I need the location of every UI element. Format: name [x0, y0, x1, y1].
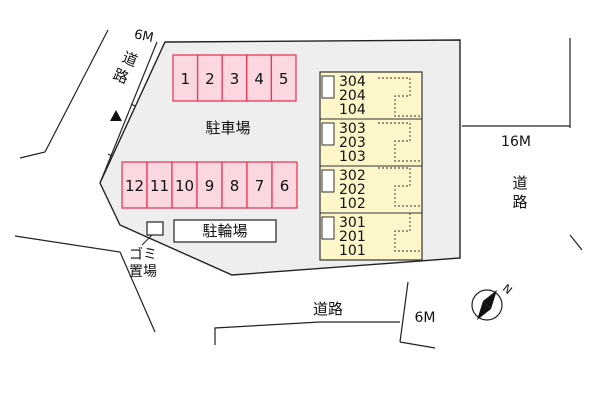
nw-road-inner-edge [99, 41, 158, 184]
unit-number: 201 [339, 229, 366, 245]
road-boundaries [14, 29, 583, 349]
nw-road-name-char2: 路 [111, 65, 132, 87]
unit-number: 204 [339, 88, 366, 104]
garbage-label-line2: 置場 [129, 264, 157, 280]
south-road-bottom-edge [399, 341, 436, 349]
dash-block-4 [378, 212, 420, 252]
parking-slot-label: 1 [181, 70, 191, 88]
nw-road-outer-edge [19, 29, 109, 159]
dash-block-1 [378, 77, 420, 117]
parking-slot-1 [172, 54, 199, 102]
dash-block-2 [378, 122, 420, 162]
parking-slot-label: 12 [125, 177, 144, 195]
east-road-name-char1: 道 [512, 174, 527, 192]
stair-notch [321, 75, 335, 99]
parking-slot-9 [196, 161, 223, 209]
parking-slot-label: 3 [230, 70, 240, 88]
unit-number: 101 [339, 243, 366, 259]
compass-north-label: N [500, 282, 515, 297]
east-road-edge-lower [569, 234, 583, 251]
bicycle-parking-area [173, 219, 277, 243]
parking-slot-label: 4 [254, 70, 264, 88]
parking-slot-label: 8 [230, 177, 240, 195]
garbage-area [146, 221, 164, 236]
east-road-width: 16M [501, 134, 531, 150]
unit-number: 301 [339, 215, 366, 231]
sw-road-edge [14, 235, 156, 333]
unit-number: 303 [339, 121, 366, 137]
dash-block-3 [378, 167, 420, 207]
garbage-label-line1: ゴミ [129, 246, 157, 263]
south-road-edge [214, 321, 400, 345]
unit-number: 102 [339, 196, 366, 212]
parking-slot-label: 6 [280, 177, 290, 195]
stair-notch [321, 216, 335, 240]
parking-slot-label: 9 [205, 177, 215, 195]
parking-label: 駐車場 [205, 119, 250, 137]
parking-slot-label: 7 [255, 177, 265, 195]
parking-slot-label: 10 [175, 177, 194, 195]
parking-slot-6 [271, 161, 298, 209]
compass: N [471, 282, 515, 321]
parking-slot-5 [270, 54, 297, 102]
parking-slot-label: 11 [150, 177, 169, 195]
unit-number: 302 [339, 168, 366, 184]
unit-number: 103 [339, 149, 366, 165]
south-road-width-line-1 [399, 281, 409, 343]
unit-number: 203 [339, 135, 366, 151]
building-interior-dashes [378, 77, 420, 252]
entrance-arrow-icon [110, 110, 122, 121]
nw-road-width: 6M [133, 27, 155, 46]
parking-slot-label: 5 [279, 70, 289, 88]
nw-road-name-char1: 道 [120, 48, 141, 70]
bicycle-parking-label: 駐輪場 [202, 222, 247, 240]
east-road-name-char2: 路 [512, 193, 527, 211]
parking-slot-label: 2 [205, 70, 215, 88]
south-road-width: 6M [415, 310, 436, 326]
unit-number: 304 [339, 74, 366, 90]
stair-notch [321, 122, 335, 146]
compass-needle-tail-icon [477, 301, 491, 320]
garbage-leader-line [141, 234, 153, 246]
stair-notch [321, 169, 335, 193]
unit-number: 104 [339, 102, 366, 118]
parking-slot-3 [221, 54, 248, 102]
compass-needle-icon [483, 290, 497, 309]
parking-slot-7 [246, 161, 273, 209]
south-road-name: 道路 [313, 300, 343, 318]
unit-number: 202 [339, 182, 366, 198]
